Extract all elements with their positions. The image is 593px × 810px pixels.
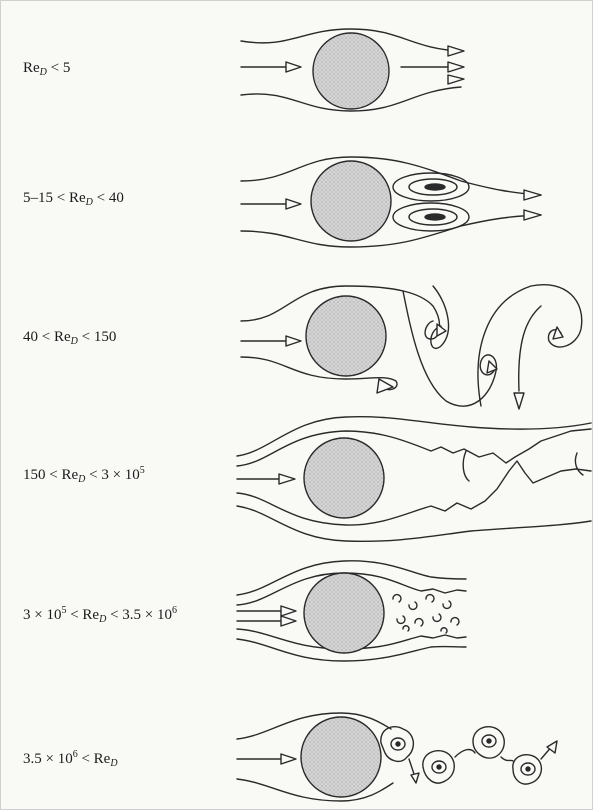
flow-arrow-icon	[286, 199, 301, 209]
flow-arrow-icon	[524, 190, 541, 200]
shed-vortex-tail	[519, 306, 541, 391]
flow-arrow-icon	[286, 62, 301, 72]
wake-boundary-upper	[237, 429, 591, 466]
cylinder	[313, 33, 389, 109]
vortex-tail	[501, 757, 513, 761]
panel-turbulent-wake	[237, 417, 591, 542]
panel-turbulent-vortex-street	[237, 713, 557, 801]
eddy-icon	[433, 614, 441, 621]
vortex-lower-core	[425, 214, 445, 220]
eddy-icon	[451, 618, 459, 625]
eddy-icon	[409, 602, 417, 609]
flow-arrow-icon	[279, 474, 295, 484]
vortex-core	[437, 765, 441, 769]
shed-vortex	[478, 285, 582, 406]
vortex-upper-core	[425, 184, 445, 190]
flow-arrow-icon	[524, 210, 541, 220]
streamline-lower	[241, 215, 541, 247]
eddy-icon	[415, 619, 423, 626]
panel-laminar-vortex-street	[241, 285, 582, 409]
vortex-core	[487, 739, 491, 743]
flow-arrow-icon	[281, 606, 296, 616]
vortex-core	[396, 742, 400, 746]
eddy-icon	[393, 595, 401, 602]
wake-boundary-lower	[237, 461, 591, 525]
cylinder	[301, 717, 381, 797]
wake-eddy	[463, 451, 469, 481]
flow-arrow-icon	[286, 336, 301, 346]
flow-arrow-icon	[281, 616, 296, 626]
panel-vortex-pair	[241, 157, 541, 247]
cylinder	[304, 573, 384, 653]
eddy-icon	[397, 616, 405, 623]
vortex-tail	[455, 750, 475, 757]
flow-arrow-icon	[514, 393, 524, 409]
cylinder	[304, 438, 384, 518]
shed-vortex	[403, 291, 496, 406]
cylinder	[306, 296, 386, 376]
cylinder	[311, 161, 391, 241]
flow-arrow-icon	[377, 379, 393, 393]
eddy-icon	[403, 626, 409, 631]
flow-arrow-icon	[281, 754, 296, 764]
panel-narrow-wake	[237, 561, 466, 661]
flow-arrow-icon	[448, 75, 464, 84]
streamline-upper	[241, 157, 541, 195]
flow-arrow-icon	[448, 62, 464, 72]
eddy-icon	[441, 628, 447, 633]
flow-arrow-icon	[448, 46, 464, 56]
flow-arrow-icon	[411, 773, 419, 783]
wake-eddy	[575, 453, 583, 475]
panel-creeping-flow	[241, 29, 464, 111]
eddy-icon	[443, 601, 451, 608]
vortex-core	[526, 767, 530, 771]
eddy-icon	[426, 595, 434, 602]
streamline-outer-upper	[237, 417, 591, 456]
